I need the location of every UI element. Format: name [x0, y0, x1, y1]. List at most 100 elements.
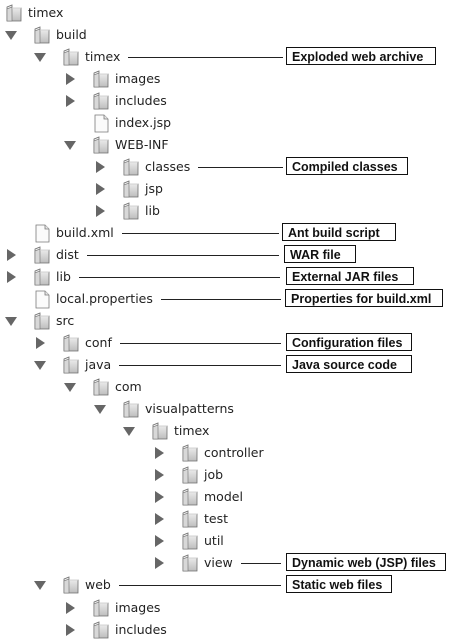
disclosure-collapsed-icon[interactable] [155, 447, 164, 459]
tree-row[interactable]: com [0, 376, 450, 398]
tree-item-label: images [115, 600, 161, 615]
callout-label: Dynamic web (JSP) files [286, 553, 446, 571]
callout-label: Properties for build.xml [285, 289, 443, 307]
tree-row[interactable]: visualpatterns [0, 398, 450, 420]
disclosure-collapsed-icon[interactable] [96, 161, 105, 173]
tree-item-label: src [56, 313, 75, 328]
callout-label: Ant build script [282, 223, 396, 241]
tree-row[interactable]: src [0, 310, 450, 332]
disclosure-collapsed-icon[interactable] [155, 469, 164, 481]
tree-item-label: jsp [145, 181, 163, 196]
folder-icon [91, 377, 111, 397]
file-icon [91, 113, 111, 133]
tree-row[interactable]: images [0, 68, 450, 90]
tree-row[interactable]: jsp [0, 178, 450, 200]
tree-item-label: timex [85, 49, 121, 64]
folder-icon [91, 69, 111, 89]
tree-item-label: controller [204, 445, 264, 460]
tree-item-label: web [85, 577, 111, 592]
tree-row[interactable]: WEB-INF [0, 134, 450, 156]
callout-label: External JAR files [286, 267, 414, 285]
tree-row[interactable]: timex Exploded web archive [0, 46, 450, 68]
tree-item-label: java [85, 357, 112, 372]
tree-row[interactable]: test [0, 508, 450, 530]
folder-icon [180, 487, 200, 507]
tree-row[interactable]: web Static web files [0, 574, 450, 596]
folder-icon [91, 135, 111, 155]
tree-item-label: index.jsp [115, 115, 172, 130]
folder-icon [91, 620, 111, 640]
callout-leader-line [161, 299, 281, 300]
folder-icon [180, 553, 200, 573]
tree-item-label: lib [145, 203, 160, 218]
disclosure-collapsed-icon[interactable] [66, 624, 75, 636]
tree-item-label: includes [115, 93, 167, 108]
disclosure-collapsed-icon[interactable] [66, 73, 75, 85]
folder-icon [180, 509, 200, 529]
disclosure-expanded-icon[interactable] [34, 361, 46, 370]
tree-row[interactable]: local.properties Properties for build.xml [0, 288, 450, 310]
tree-row[interactable]: job [0, 464, 450, 486]
file-icon [32, 289, 52, 309]
disclosure-expanded-icon[interactable] [5, 31, 17, 40]
disclosure-collapsed-icon[interactable] [66, 602, 75, 614]
tree-item-label: local.properties [56, 291, 153, 306]
disclosure-collapsed-icon[interactable] [155, 491, 164, 503]
tree-row[interactable]: timex [0, 2, 450, 24]
tree-row[interactable]: util [0, 530, 450, 552]
disclosure-collapsed-icon[interactable] [96, 205, 105, 217]
tree-item-label: classes [145, 159, 191, 174]
folder-icon [91, 598, 111, 618]
folder-icon [121, 179, 141, 199]
callout-leader-line [241, 563, 281, 564]
folder-icon [61, 47, 81, 67]
folder-icon [91, 91, 111, 111]
tree-row[interactable]: includes [0, 90, 450, 112]
tree-row[interactable]: index.jsp [0, 112, 450, 134]
tree-item-label: job [204, 467, 224, 482]
disclosure-expanded-icon[interactable] [94, 405, 106, 414]
folder-icon [32, 267, 52, 287]
folder-icon [180, 531, 200, 551]
tree-row[interactable]: lib [0, 200, 450, 222]
disclosure-collapsed-icon[interactable] [155, 557, 164, 569]
tree-row[interactable]: images [0, 597, 450, 619]
callout-label: WAR file [284, 245, 356, 263]
folder-icon [61, 333, 81, 353]
file-icon [32, 223, 52, 243]
callout-label: Exploded web archive [286, 47, 436, 65]
folder-icon [4, 3, 24, 23]
folder-icon [180, 443, 200, 463]
disclosure-collapsed-icon[interactable] [7, 271, 16, 283]
tree-row[interactable]: build [0, 24, 450, 46]
tree-item-label: com [115, 379, 142, 394]
disclosure-collapsed-icon[interactable] [66, 95, 75, 107]
disclosure-collapsed-icon[interactable] [155, 513, 164, 525]
disclosure-expanded-icon[interactable] [64, 383, 76, 392]
tree-row[interactable]: includes [0, 619, 450, 641]
tree-row[interactable]: model [0, 486, 450, 508]
disclosure-collapsed-icon[interactable] [36, 337, 45, 349]
callout-label: Static web files [286, 575, 392, 593]
disclosure-expanded-icon[interactable] [64, 141, 76, 150]
disclosure-expanded-icon[interactable] [5, 317, 17, 326]
disclosure-collapsed-icon[interactable] [7, 249, 16, 261]
disclosure-expanded-icon[interactable] [34, 581, 46, 590]
disclosure-collapsed-icon[interactable] [96, 183, 105, 195]
tree-row[interactable]: timex [0, 420, 450, 442]
tree-item-label: includes [115, 622, 167, 637]
folder-icon [121, 157, 141, 177]
tree-row[interactable]: controller [0, 442, 450, 464]
disclosure-collapsed-icon[interactable] [155, 535, 164, 547]
callout-leader-line [120, 343, 281, 344]
disclosure-expanded-icon[interactable] [123, 427, 135, 436]
disclosure-expanded-icon[interactable] [34, 53, 46, 62]
